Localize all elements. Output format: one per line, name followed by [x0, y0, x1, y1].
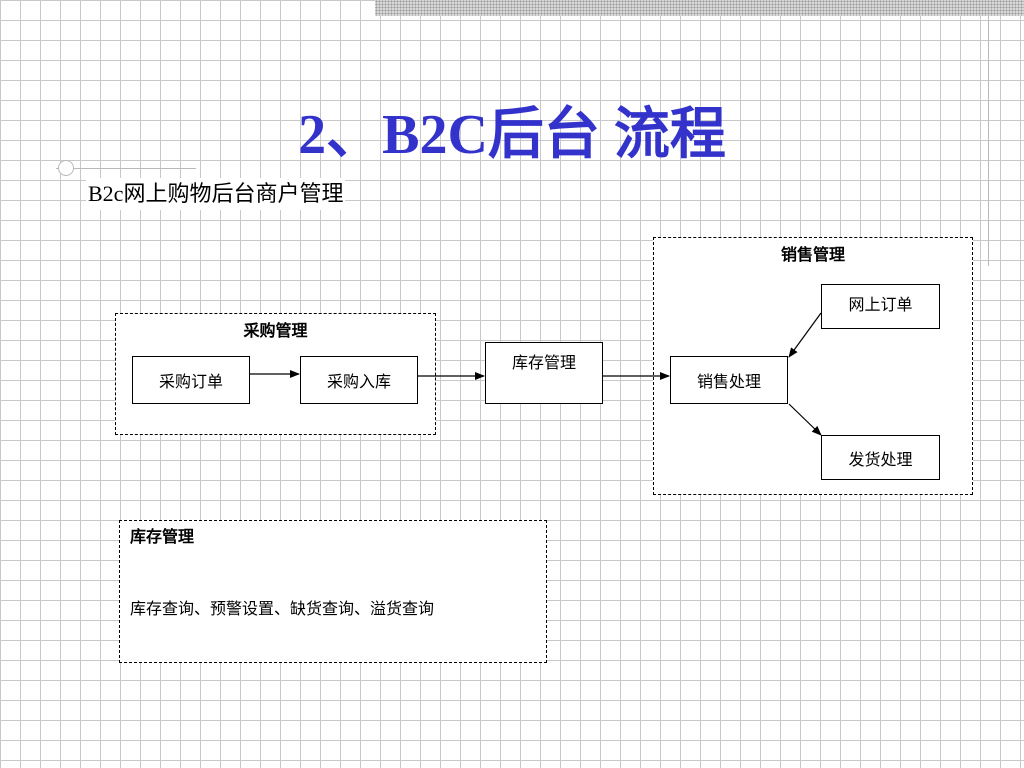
shipping-node: 发货处理: [821, 435, 940, 480]
right-decorative-rule: [988, 16, 989, 266]
top-decorative-band: [375, 0, 1024, 16]
inventory-node: 库存管理: [485, 342, 603, 404]
bullet-ring-icon: [58, 160, 74, 176]
inventory-panel-label: 库存管理: [130, 529, 195, 546]
purchase-group-label: 采购管理: [243, 323, 308, 340]
purchase-stock-in-node: 采购入库: [300, 356, 418, 404]
sales-processing-node: 销售处理: [670, 356, 788, 404]
purchase-order-node: 采购订单: [132, 356, 250, 404]
left-decorative-rule: [56, 168, 196, 169]
inventory-panel: [119, 520, 547, 663]
inventory-panel-description: 库存查询、预警设置、缺货查询、溢货查询: [130, 601, 435, 618]
online-order-node: 网上订单: [821, 284, 940, 329]
slide-subtitle: B2c网上购物后台商户管理: [86, 178, 346, 210]
slide-title: 2、B2C后台 流程: [298, 104, 726, 166]
sales-group-label: 销售管理: [780, 247, 845, 264]
